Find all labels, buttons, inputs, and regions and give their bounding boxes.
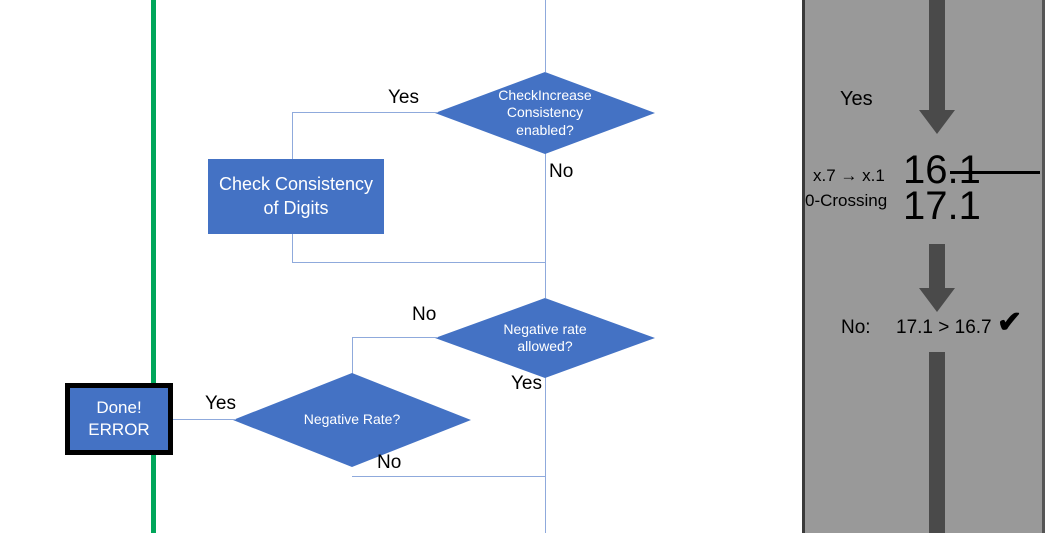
terminator-done-error-line1: Done! (96, 397, 142, 417)
decision-check-increase-consistency[interactable]: CheckIncrease Consistency enabled? (435, 72, 655, 154)
decision-negative-rate-allowed-line2: allowed? (517, 338, 573, 354)
main-flow-line-top (545, 0, 546, 72)
decision-negative-rate-line1: Negative Rate? (303, 411, 401, 428)
edge-label-negative-allowed-no: No (412, 304, 437, 325)
panel-result-prefix: No: (841, 317, 871, 338)
process-check-consistency-line2: of Digits (263, 197, 329, 218)
green-divider-line (151, 0, 156, 533)
panel-arrow-mid-head (919, 288, 955, 312)
panel-value-new: 17.1 (903, 184, 981, 228)
panel-arrow-top-head (919, 110, 955, 134)
terminator-done-error[interactable]: Done! ERROR (65, 383, 173, 455)
decision-check-increase-label: CheckIncrease Consistency enabled? (475, 87, 616, 140)
main-flow-line-mid-1 (545, 153, 546, 262)
edge-check-increase-yes-down (292, 112, 293, 159)
panel-crossing-label: 0-Crossing (805, 191, 888, 210)
decision-check-increase-line2: Consistency (506, 104, 584, 121)
decision-check-increase-line3: enabled? (516, 121, 574, 138)
terminator-done-error-line2: ERROR (88, 420, 150, 439)
decision-negative-rate-allowed-line1: Negative rate (503, 320, 587, 337)
panel-result-comparison: 17.1 > 16.7 (896, 317, 992, 338)
panel-yes-label: Yes (840, 88, 873, 110)
main-flow-line-mid-2 (545, 262, 546, 298)
main-flow-line-mid-3 (545, 354, 546, 476)
decision-check-increase-line1: CheckIncrease (498, 86, 592, 103)
panel-arrow-top-shaft (929, 0, 945, 118)
terminator-done-error-label: Done! ERROR (88, 397, 149, 441)
decision-negative-rate[interactable]: Negative Rate? (233, 373, 471, 467)
edge-negative-allowed-no-horizontal (352, 337, 438, 338)
edge-check-consistency-return-horizontal (292, 262, 546, 263)
edge-label-negative-rate-yes: Yes (205, 393, 236, 414)
edge-negative-rate-no-horizontal (352, 476, 546, 477)
panel-value-old: 16.1 (903, 148, 1052, 193)
process-check-consistency-of-digits[interactable]: Check Consistency of Digits (208, 159, 384, 234)
process-check-consistency-line1: Check Consistency (218, 174, 374, 195)
panel-arrow-mid-shaft (929, 244, 945, 292)
panel-transition-label: x.7 → x.1 (813, 166, 885, 185)
decision-negative-rate-allowed-label: Negative rate allowed? (475, 321, 616, 356)
edge-label-negative-rate-no: No (377, 452, 402, 473)
panel-result-check-icon: ✔ (997, 306, 1023, 339)
decision-negative-rate-label: Negative Rate? (276, 411, 428, 429)
annotation-panel: Yes x.7 → x.1 0-Crossing 16.1 17.1 No: 1… (802, 0, 1045, 533)
edge-label-check-increase-yes: Yes (388, 87, 419, 108)
edge-check-consistency-return-down (292, 234, 293, 262)
process-check-consistency-label: Check Consistency of Digits (219, 173, 373, 220)
decision-negative-rate-allowed[interactable]: Negative rate allowed? (435, 298, 655, 378)
main-flow-line-bottom (545, 476, 546, 533)
edge-label-negative-allowed-yes: Yes (511, 373, 542, 394)
edge-check-increase-yes-horizontal (292, 112, 438, 113)
edge-label-check-increase-no: No (549, 161, 574, 182)
panel-arrow-bottom-shaft (929, 352, 945, 533)
edge-negative-rate-yes-horizontal (172, 419, 236, 420)
